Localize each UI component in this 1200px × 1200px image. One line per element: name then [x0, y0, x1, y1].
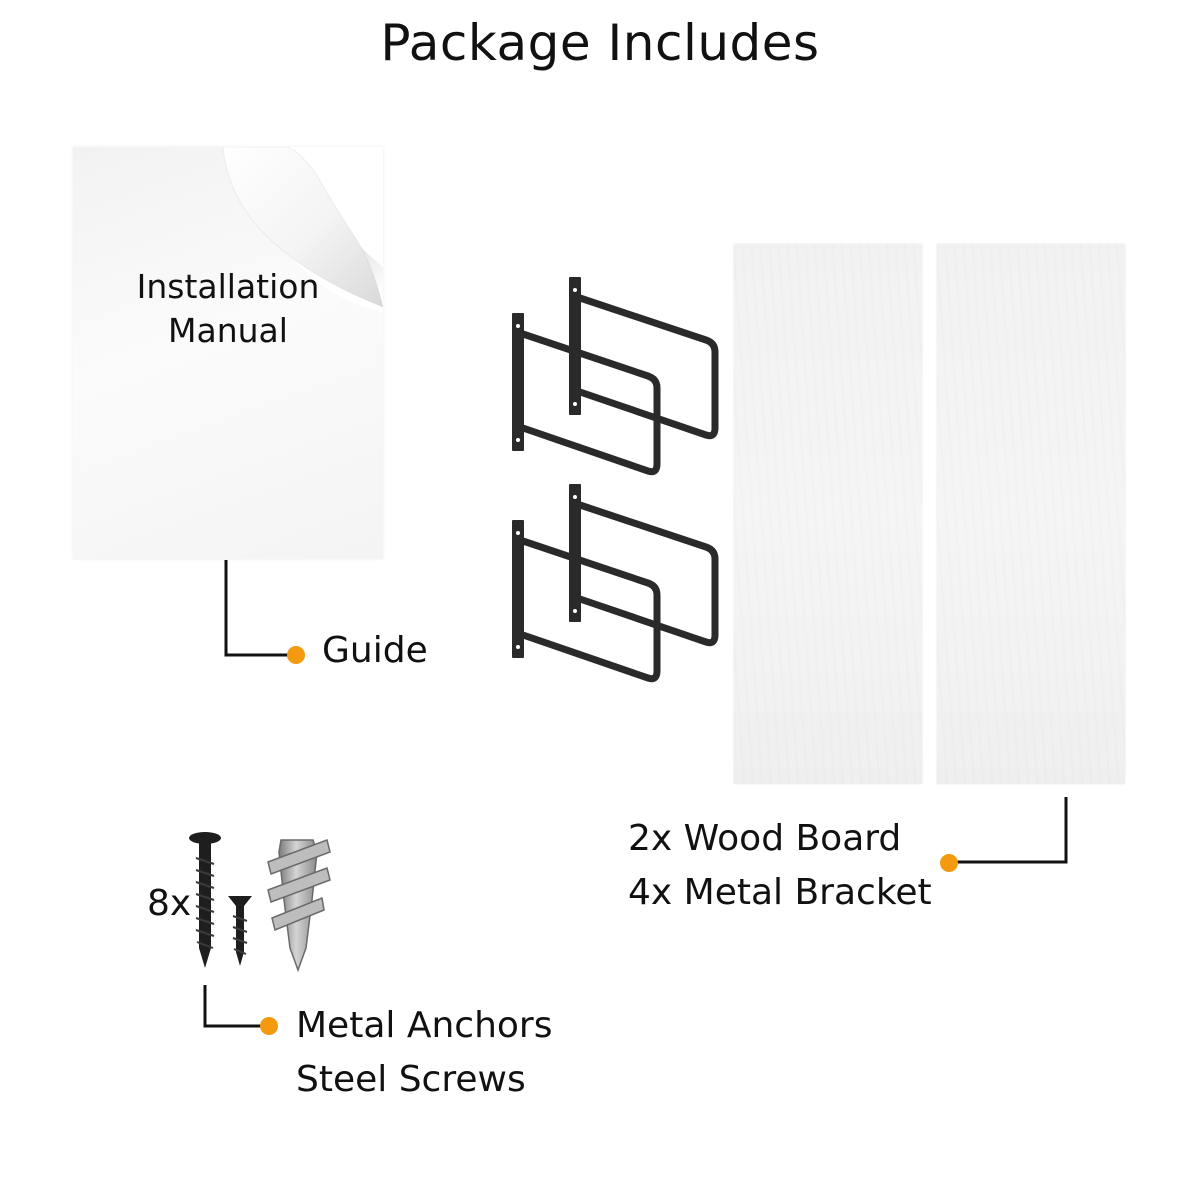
hardware-label-line2: Steel Screws — [296, 1059, 526, 1100]
page-title: Package Includes — [380, 14, 820, 72]
hardware-leader-line — [203, 985, 262, 1028]
hardware-label: Metal Anchors Steel Screws — [296, 999, 552, 1107]
guide-bullet-dot — [287, 646, 305, 664]
boards-bullet-dot — [940, 854, 958, 872]
boards-label: 2x Wood Board 4x Metal Bracket — [628, 812, 932, 920]
bracket-pair-top — [512, 277, 719, 476]
boards-label-line2: 4x Metal Bracket — [628, 872, 932, 913]
page-curl-icon — [222, 147, 383, 312]
hardware-count: 8x — [147, 883, 192, 924]
hardware-label-line1: Metal Anchors — [296, 1005, 553, 1046]
manual-title-line2: Manual — [168, 311, 288, 350]
steel-screw-icon — [189, 832, 221, 968]
boards-label-line1: 2x Wood Board — [628, 818, 902, 859]
steel-screw-icon-short — [228, 896, 252, 966]
installation-manual: Installation Manual — [73, 147, 383, 559]
wood-board-icon-2 — [937, 244, 1125, 784]
manual-title: Installation Manual — [73, 265, 383, 353]
wood-board-icon — [734, 244, 922, 784]
manual-title-line1: Installation — [136, 267, 320, 306]
bracket-pair-bottom — [512, 484, 719, 683]
metal-anchor-icon — [267, 839, 331, 973]
guide-label: Guide — [322, 630, 428, 671]
hardware-bullet-dot — [260, 1017, 278, 1035]
